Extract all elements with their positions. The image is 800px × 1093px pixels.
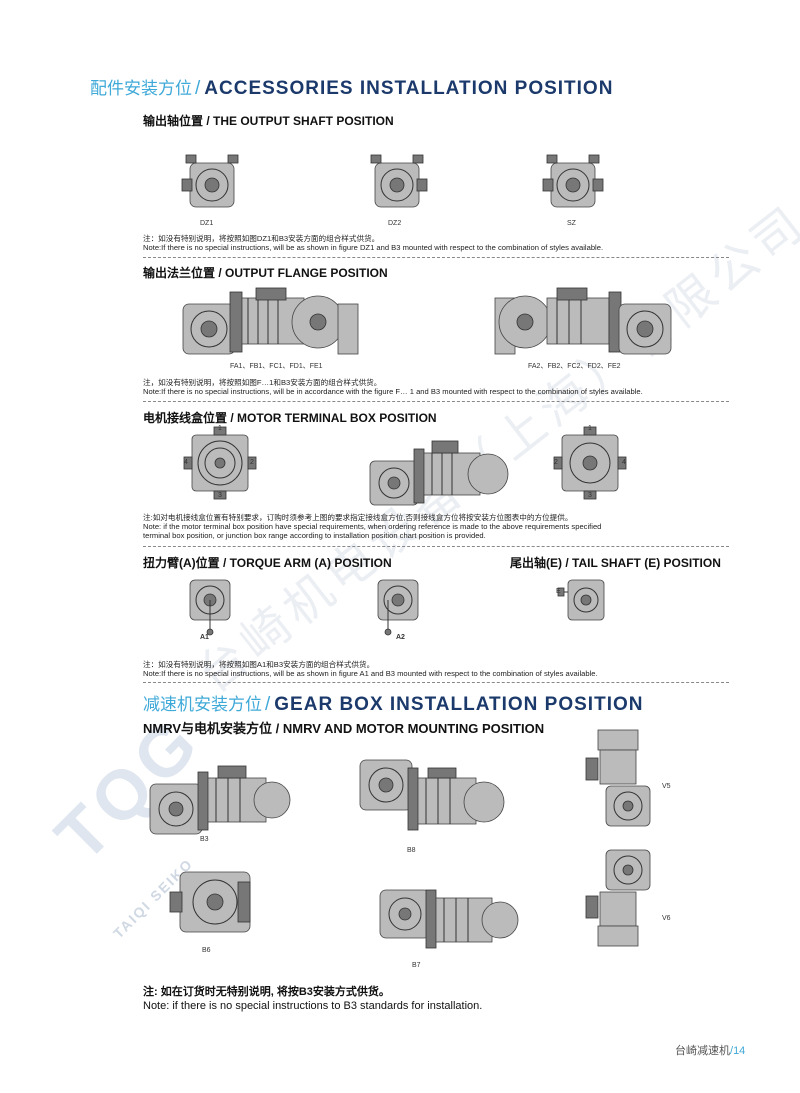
note-gearbox-en: Note: if there is no special instruction… xyxy=(143,1000,483,1012)
flange-1-drawing xyxy=(182,287,359,355)
label-a2: A2 xyxy=(396,634,405,641)
divider xyxy=(143,257,729,258)
tail-shaft-drawing xyxy=(557,579,605,621)
heading-output-flange: 输出法兰位置 / OUTPUT FLANGE POSITION xyxy=(143,266,388,280)
note-torque-cn: 注：如没有特别说明，将按照如图A1和B3安装方面的组合样式供货。 xyxy=(143,660,375,669)
heading-terminal-box: 电机接线盒位置 / MOTOR TERMINAL BOX POSITION xyxy=(143,411,437,425)
label-flange-2: FA2、FB2、FC2、FD2、FE2 xyxy=(528,363,621,370)
title-en: ACCESSORIES INSTALLATION POSITION xyxy=(204,78,614,99)
flange-2-drawing xyxy=(494,287,672,355)
torque-a2-drawing xyxy=(377,579,419,636)
title-cn: 配件安装方位 xyxy=(90,79,192,98)
torque-a1-drawing xyxy=(189,579,231,636)
output-shaft-diagrams xyxy=(181,154,604,208)
torque-tail-diagrams xyxy=(189,579,605,636)
label-sz: SZ xyxy=(567,220,576,227)
terminal-gear-drawing xyxy=(553,426,627,500)
label-e: E xyxy=(556,588,561,595)
label-dz1: DZ1 xyxy=(200,220,214,227)
note-output-flange-cn: 注，如没有特别说明，将按照如图F…1和B3安装方面的组合样式供货。 xyxy=(143,378,382,387)
note-terminal-box-cn: 注:如对电机接线盒位置有特别要求，订购时须参考上图的要求指定接线盒方位,否则接线… xyxy=(143,513,573,522)
tb1-pos-4: 4 xyxy=(184,459,188,466)
terminal-box-diagrams xyxy=(183,426,627,506)
label-b6: B6 xyxy=(202,947,211,954)
label-a1: A1 xyxy=(200,634,209,641)
b8-drawing xyxy=(359,759,505,831)
section-title-gearbox: 减速机安装方位/GEAR BOX INSTALLATION POSITION xyxy=(143,690,643,716)
gearbox-mounting-diagrams xyxy=(149,729,651,949)
output-flange-diagrams xyxy=(182,287,672,355)
title-cn: 减速机安装方位 xyxy=(143,695,262,714)
label-b7: B7 xyxy=(412,962,421,969)
label-b3: B3 xyxy=(200,836,209,843)
footer-text: 台崎减速机 xyxy=(675,1045,730,1057)
terminal-front-drawing xyxy=(183,426,257,500)
tb3-pos-2: 2 xyxy=(554,459,558,466)
heading-nmrv-mounting: NMRV与电机安装方位 / NMRV AND MOTOR MOUNTING PO… xyxy=(143,721,545,736)
page-number: 14 xyxy=(733,1045,746,1057)
dz2-drawing xyxy=(370,154,428,208)
title-en: GEAR BOX INSTALLATION POSITION xyxy=(274,694,644,715)
note-output-shaft-cn: 注：如没有特别说明，将按照如图DZ1和B3安装方面的组合样式供货。 xyxy=(143,234,380,243)
terminal-side-drawing xyxy=(369,440,509,506)
title-slash: / xyxy=(265,694,272,715)
tb3-pos-1: 1 xyxy=(588,425,592,432)
note-terminal-box-en-1: Note: if the motor terminal box position… xyxy=(143,522,602,531)
divider xyxy=(143,401,729,402)
label-b8: B8 xyxy=(407,847,416,854)
note-gearbox-cn: 注: 如在订货时无特别说明, 将按B3安装方式供货。 xyxy=(143,986,390,998)
note-terminal-box-en-2: terminal box position, or junction box r… xyxy=(143,531,486,540)
tb3-pos-3: 3 xyxy=(588,492,592,499)
b3-drawing xyxy=(149,765,291,835)
heading-torque-arm: 扭力臂(A)位置 / TORQUE ARM (A) POSITION xyxy=(143,556,392,570)
dz1-drawing xyxy=(181,154,239,208)
note-torque-en: Note:If there is no special instructions… xyxy=(143,669,598,678)
tb1-pos-1: 1 xyxy=(218,425,222,432)
tb3-pos-4: 4 xyxy=(622,459,626,466)
label-flange-1: FA1、FB1、FC1、FD1、FE1 xyxy=(230,363,323,370)
divider xyxy=(143,682,729,683)
note-output-shaft-en: Note:If there is no special instructions… xyxy=(143,243,604,252)
v5-drawing xyxy=(585,729,651,827)
title-slash: / xyxy=(195,78,202,99)
tb1-pos-2: 2 xyxy=(250,459,254,466)
b7-drawing xyxy=(379,889,519,949)
heading-tail-shaft: 尾出轴(E) / TAIL SHAFT (E) POSITION xyxy=(510,556,721,570)
v6-drawing xyxy=(585,849,651,947)
tb1-pos-3: 3 xyxy=(218,492,222,499)
section-title-accessories: 配件安装方位/ACCESSORIES INSTALLATION POSITION xyxy=(90,74,613,100)
footer-slash: / xyxy=(730,1045,734,1057)
sz-drawing xyxy=(542,154,604,208)
page-footer: 台崎减速机/14 xyxy=(675,1042,745,1058)
label-v6: V6 xyxy=(662,915,671,922)
divider xyxy=(143,546,729,547)
label-dz2: DZ2 xyxy=(388,220,402,227)
heading-output-shaft: 输出轴位置 / THE OUTPUT SHAFT POSITION xyxy=(143,114,394,128)
note-output-flange-en: Note:If there is no special instructions… xyxy=(143,387,643,396)
b6-drawing xyxy=(169,871,251,933)
label-v5: V5 xyxy=(662,783,671,790)
